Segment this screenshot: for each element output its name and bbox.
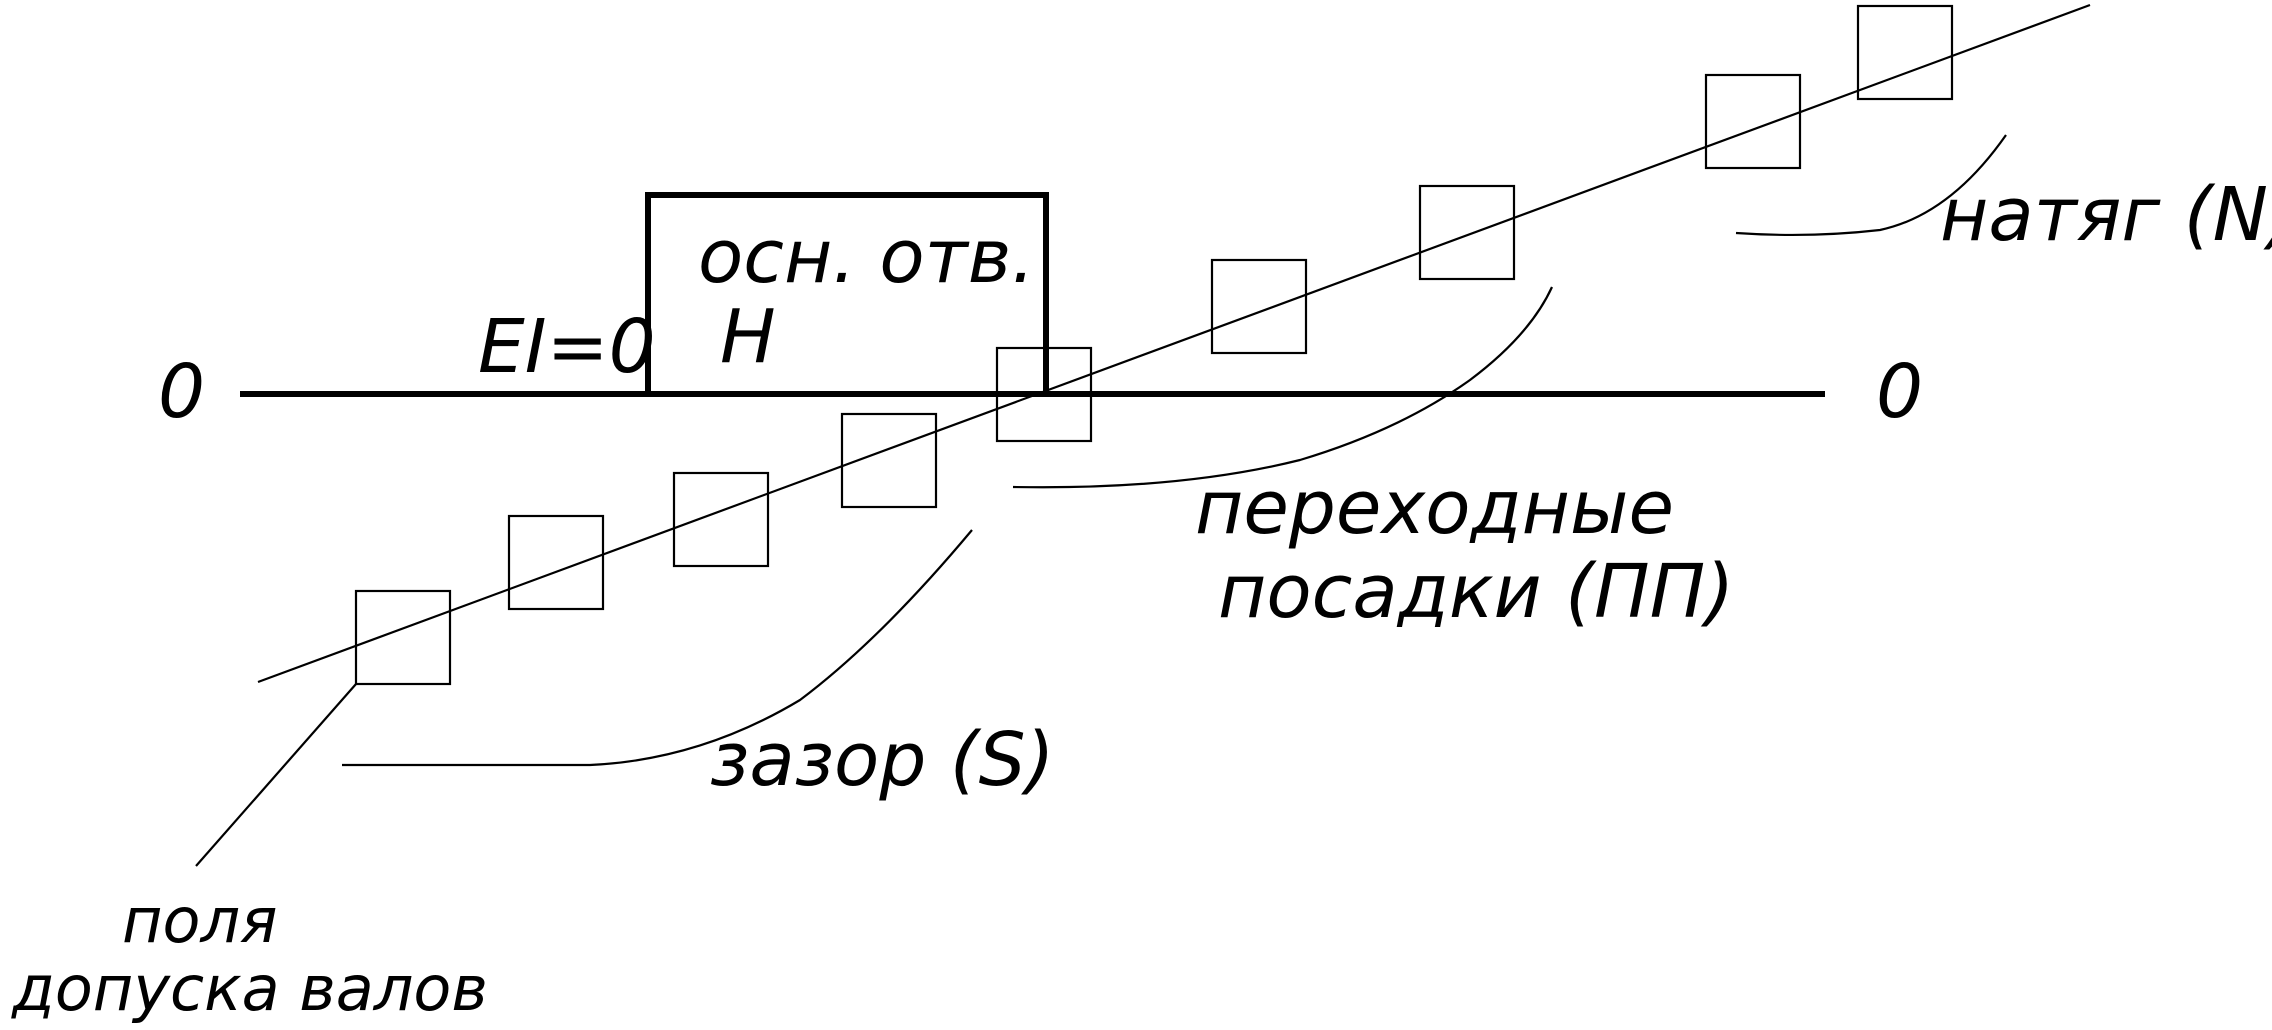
shaft-field-box — [1210, 258, 1308, 355]
interference-leader — [1735, 134, 2007, 237]
basic-hole-label: осн. отв. — [698, 214, 1035, 300]
shaft-field-box — [1418, 184, 1516, 281]
hole-symbol-label: H — [720, 294, 776, 380]
shaft-field-box — [995, 346, 1093, 443]
shaft-fields-label-line2: допуска валов — [11, 952, 488, 1025]
shaft-field-box — [672, 471, 770, 568]
shaft-field-box — [507, 514, 605, 611]
shaft-field-box — [840, 412, 938, 509]
shaft-field-box — [1704, 73, 1802, 170]
shaft-fields-leader — [195, 683, 357, 867]
shaft-field-box — [1856, 4, 1954, 101]
interference-label: натяг (N) — [1940, 172, 2272, 258]
shaft-field-box — [354, 589, 452, 686]
zero-label-left: 0 — [158, 349, 205, 435]
zero-label-right: 0 — [1876, 349, 1923, 435]
ei-label: EI=0 — [478, 304, 656, 390]
basic-hole-field — [645, 192, 1049, 394]
clearance-leader — [342, 529, 973, 767]
transition-label-line2: посадки (ПП) — [1218, 549, 1734, 635]
shaft-fields-trend-line — [257, 3, 2091, 684]
clearance-label: зазор (S) — [710, 717, 1055, 803]
transition-leader — [1012, 286, 1553, 489]
transition-label-line1: переходные — [1195, 465, 1674, 551]
shaft-fields-label-line1: поля — [122, 884, 277, 957]
